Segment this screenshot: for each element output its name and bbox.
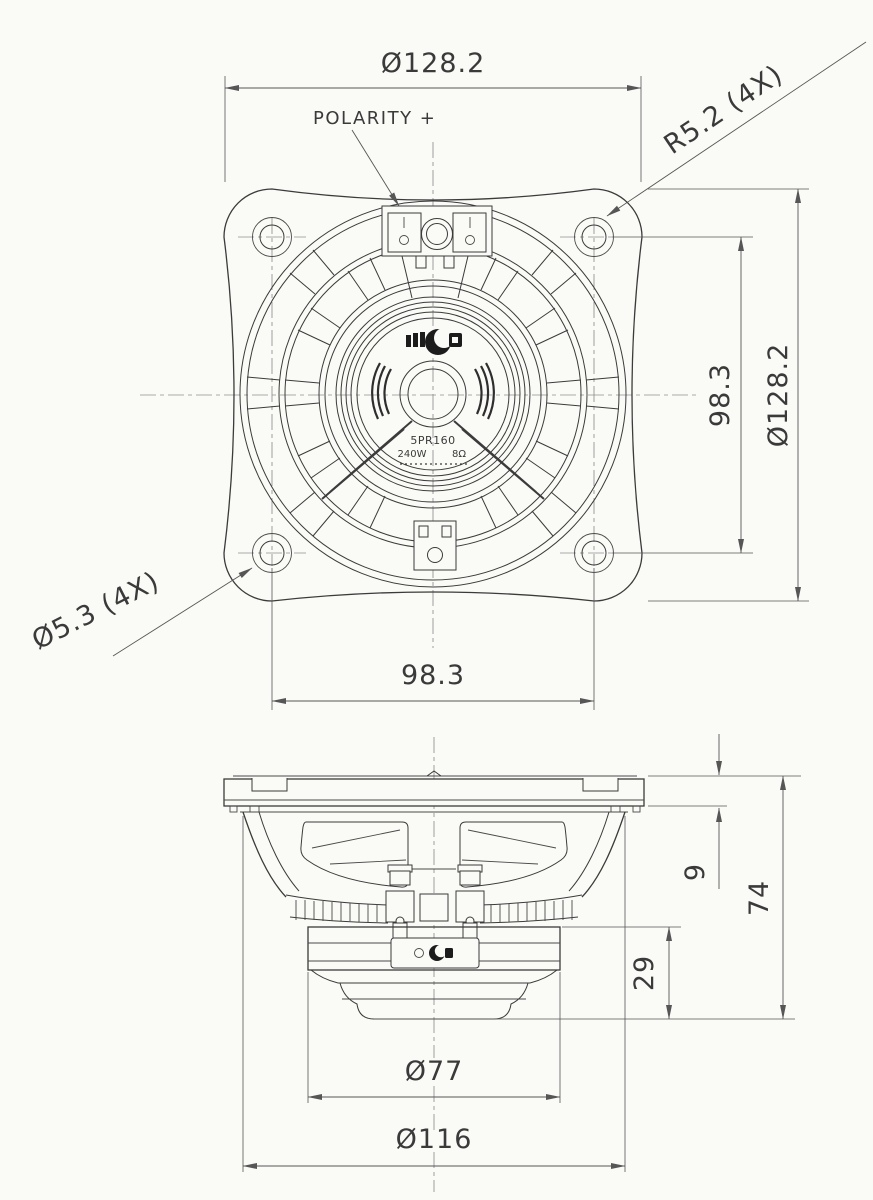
- side-view: 9 74 29 Ø77 Ø116: [223, 734, 801, 1192]
- terminal-negative: [452, 212, 487, 253]
- magnet-assembly: [307, 926, 561, 1020]
- dim-bolt-spacing-horizontal: 98.3: [401, 660, 465, 691]
- rear-label-logo: [414, 944, 453, 961]
- model-number: 5PR160: [410, 434, 455, 447]
- polarity-leader: [351, 129, 400, 207]
- dim-bolt-spacing-vertical: 98.3: [705, 363, 736, 427]
- bottom-tab: [413, 520, 457, 571]
- basket-window-right: [459, 821, 568, 888]
- polarity-label: POLARITY +: [313, 108, 436, 129]
- side-basket: [242, 811, 626, 924]
- power-rating: 240W: [398, 449, 427, 460]
- tinsel-leads: [401, 255, 469, 299]
- dim-flange-thickness: 9: [680, 863, 711, 881]
- side-terminal-posts: [385, 864, 485, 943]
- hole-dia-leader: [112, 567, 253, 657]
- impedance-rating: 8Ω: [452, 449, 466, 460]
- dim-basket-diameter: Ø116: [396, 1124, 473, 1155]
- brand-logo: [406, 328, 462, 355]
- spacer-block: [419, 893, 449, 922]
- basket-vanes: [246, 249, 620, 537]
- basket-window-left: [300, 821, 409, 888]
- cone-label: 5PR160 240W 8Ω: [398, 434, 467, 465]
- side-dimensions: 9 74 29 Ø77 Ø116: [242, 734, 801, 1172]
- cone-ribs: [321, 420, 545, 500]
- curved-print-marks: [371, 362, 495, 420]
- terminal-positive: [387, 212, 422, 253]
- dim-overall-depth: 74: [744, 880, 775, 916]
- side-flange: [223, 770, 645, 813]
- terminal-block: [381, 205, 493, 269]
- dim-overall-width: Ø128.2: [381, 48, 486, 79]
- dim-overall-height: Ø128.2: [763, 343, 794, 448]
- dim-magnet-diameter: Ø77: [405, 1056, 464, 1087]
- dim-magnet-height: 29: [629, 955, 660, 991]
- corner-radius-leader: [606, 41, 867, 217]
